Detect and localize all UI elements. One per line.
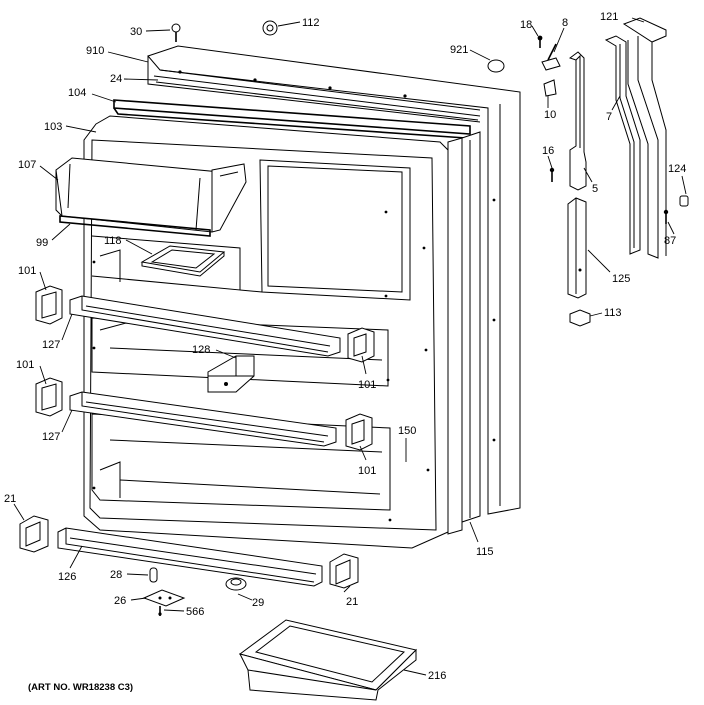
- callout-8: 8: [562, 17, 568, 29]
- breaker-strip: [113, 99, 471, 139]
- callout-10: 10: [544, 109, 556, 121]
- screw-16: [549, 167, 555, 182]
- vertical-door-strip: [447, 131, 481, 535]
- callout-566: 566: [186, 606, 204, 618]
- callout-29: 29: [252, 597, 264, 609]
- callout-101-left-upper: 101: [18, 265, 36, 277]
- callout-128: 128: [192, 344, 210, 356]
- hinge-pin-8: [541, 43, 561, 71]
- upper-shelf-bar: [69, 295, 341, 357]
- shelf-end-cap-right-lower: [345, 413, 373, 451]
- callout-150: 150: [398, 425, 416, 437]
- callout-112: 112: [302, 17, 320, 29]
- screw-87: [663, 209, 669, 224]
- callout-18: 18: [520, 19, 532, 31]
- callout-104: 104: [68, 87, 86, 99]
- callout-101-left-lower: 101: [16, 359, 34, 371]
- callout-28: 28: [110, 569, 122, 581]
- callout-26: 26: [114, 595, 126, 607]
- dairy-door: [55, 157, 247, 233]
- bushing-29: [225, 577, 247, 591]
- callout-910: 910: [86, 45, 104, 57]
- callout-99: 99: [36, 237, 48, 249]
- callout-127-lower: 127: [42, 431, 60, 443]
- hinge-plate-26: [142, 589, 186, 607]
- leader-lines: [13, 17, 687, 676]
- hinge-arm-121: [622, 17, 667, 259]
- callout-115: 115: [476, 546, 494, 558]
- hinge-arm-7: [604, 35, 641, 255]
- pin-28: [149, 567, 158, 583]
- cap-921: [487, 59, 505, 73]
- callout-103: 103: [44, 121, 62, 133]
- outer-door-panel: [147, 45, 521, 515]
- callout-101-right-lower: 101: [358, 465, 376, 477]
- callout-16: 16: [542, 145, 554, 157]
- callout-107: 107: [18, 159, 36, 171]
- dairy-door-hinge: [59, 215, 211, 237]
- hinge-channel-125: [567, 197, 587, 299]
- shelf-end-cap-left-upper: [35, 285, 63, 325]
- art-number-caption: (ART NO. WR18238 C3): [28, 682, 133, 693]
- callout-7: 7: [606, 111, 612, 123]
- callout-21-right: 21: [346, 596, 358, 608]
- callout-127-upper: 127: [42, 339, 60, 351]
- callout-121: 121: [600, 11, 618, 23]
- callout-118: 118: [104, 235, 122, 247]
- spacer-124: [679, 195, 689, 207]
- callout-921: 921: [450, 44, 468, 56]
- screw-18: [537, 35, 543, 48]
- rail-end-bracket-right: [329, 553, 359, 589]
- callout-125: 125: [612, 273, 630, 285]
- hinge-bracket-5: [568, 51, 587, 191]
- callout-216: 216: [428, 670, 446, 682]
- bottom-bin-rail: [57, 527, 323, 587]
- shelf-end-cap-right-upper: [347, 327, 375, 363]
- plug-112: [262, 20, 278, 36]
- callout-30: 30: [130, 26, 142, 38]
- callout-124: 124: [668, 163, 686, 175]
- stop-10: [543, 79, 557, 97]
- door-assembly: [55, 45, 521, 549]
- callout-87: 87: [664, 235, 676, 247]
- callout-101-right-upper: 101: [358, 379, 376, 391]
- screw-566: [158, 606, 162, 616]
- clip-113: [569, 309, 591, 327]
- callout-126: 126: [58, 571, 76, 583]
- lower-shelf-bar: [69, 391, 337, 447]
- callout-21-left: 21: [4, 493, 16, 505]
- callout-5: 5: [592, 183, 598, 195]
- screw-30: [171, 23, 181, 42]
- shelf-end-cap-left-lower: [35, 377, 63, 417]
- callout-113: 113: [604, 307, 622, 319]
- door-gasket: [153, 75, 481, 121]
- butter-tray: [140, 245, 226, 277]
- callout-labels: 30 112 910 24 104 103 107 99 118 101 127…: [4, 11, 686, 682]
- rail-end-bracket-left: [19, 515, 49, 553]
- shelf-support-128: [207, 355, 255, 393]
- door-bin-216: [238, 619, 417, 701]
- callout-24: 24: [110, 73, 122, 85]
